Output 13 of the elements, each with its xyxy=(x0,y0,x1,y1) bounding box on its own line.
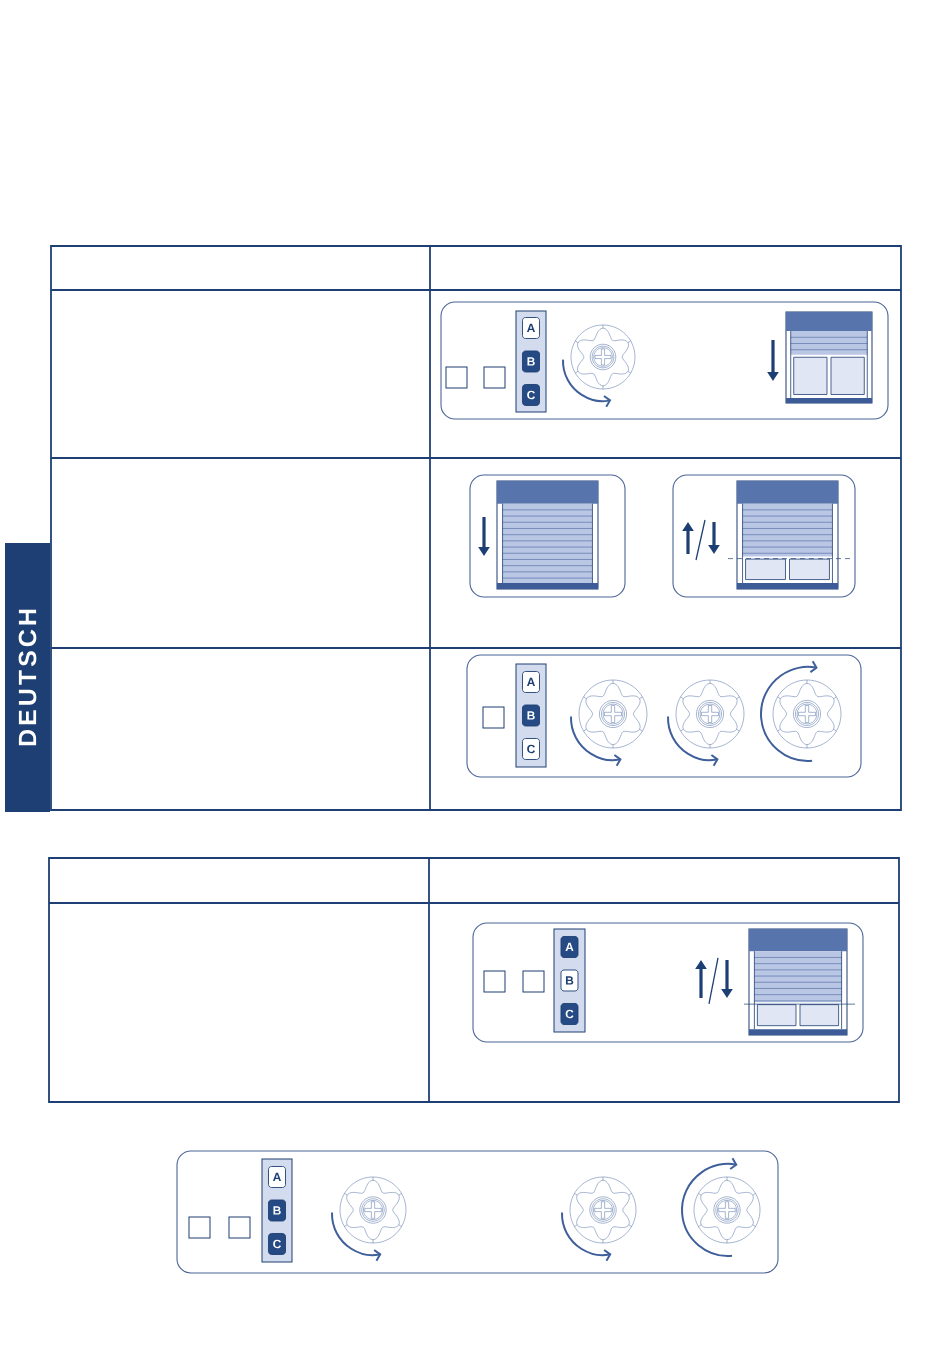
language-tab: DEUTSCH xyxy=(5,543,50,812)
letter-button: B xyxy=(268,1199,286,1222)
letter-button: B xyxy=(522,350,540,373)
letter-button: A xyxy=(268,1166,286,1188)
letter-button: B xyxy=(560,969,579,992)
letter-button: C xyxy=(522,738,540,760)
letter-button: A xyxy=(522,317,540,339)
letter-button: A xyxy=(560,936,579,958)
letter-button: C xyxy=(268,1233,286,1255)
letter-button: C xyxy=(560,1003,579,1025)
letter-button: A xyxy=(522,671,540,693)
letter-button: C xyxy=(522,384,540,406)
letter-button: B xyxy=(522,704,540,727)
